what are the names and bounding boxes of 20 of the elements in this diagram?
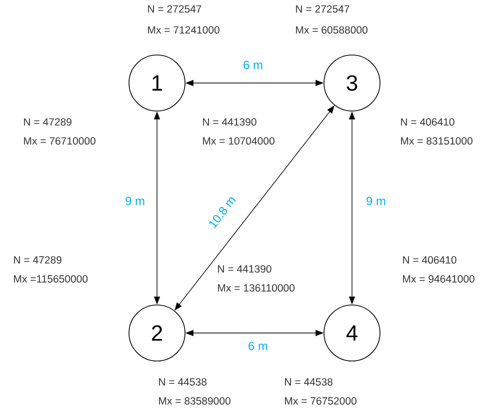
- distance-label: 9 m: [365, 196, 387, 206]
- value-label: Mx = 136110000: [218, 284, 295, 292]
- value-label: N = 441390: [218, 265, 272, 273]
- value-label: N = 406410: [401, 118, 454, 126]
- value-label: Mx = 76710000: [24, 137, 96, 145]
- value-label: N = 441390: [203, 118, 256, 126]
- value-label: Mx = 76752000: [285, 397, 356, 405]
- distance-label: 6 m: [242, 60, 264, 70]
- value-label: Mx = 83589000: [159, 397, 230, 405]
- value-label: N = 47289: [24, 118, 72, 126]
- value-label: N = 47289: [14, 256, 62, 264]
- value-label: N = 406410: [403, 256, 456, 264]
- value-label: Mx = 60588000: [296, 26, 368, 34]
- value-label: Mx =115650000: [14, 275, 88, 283]
- value-label: Mx = 71241000: [148, 26, 220, 34]
- distance-label: 9 m: [124, 196, 146, 206]
- value-label: N = 44538: [285, 378, 332, 386]
- distance-label: 6 m: [247, 340, 269, 352]
- value-label: Mx = 10704000: [203, 137, 274, 145]
- value-label: Mx = 83151000: [401, 137, 472, 145]
